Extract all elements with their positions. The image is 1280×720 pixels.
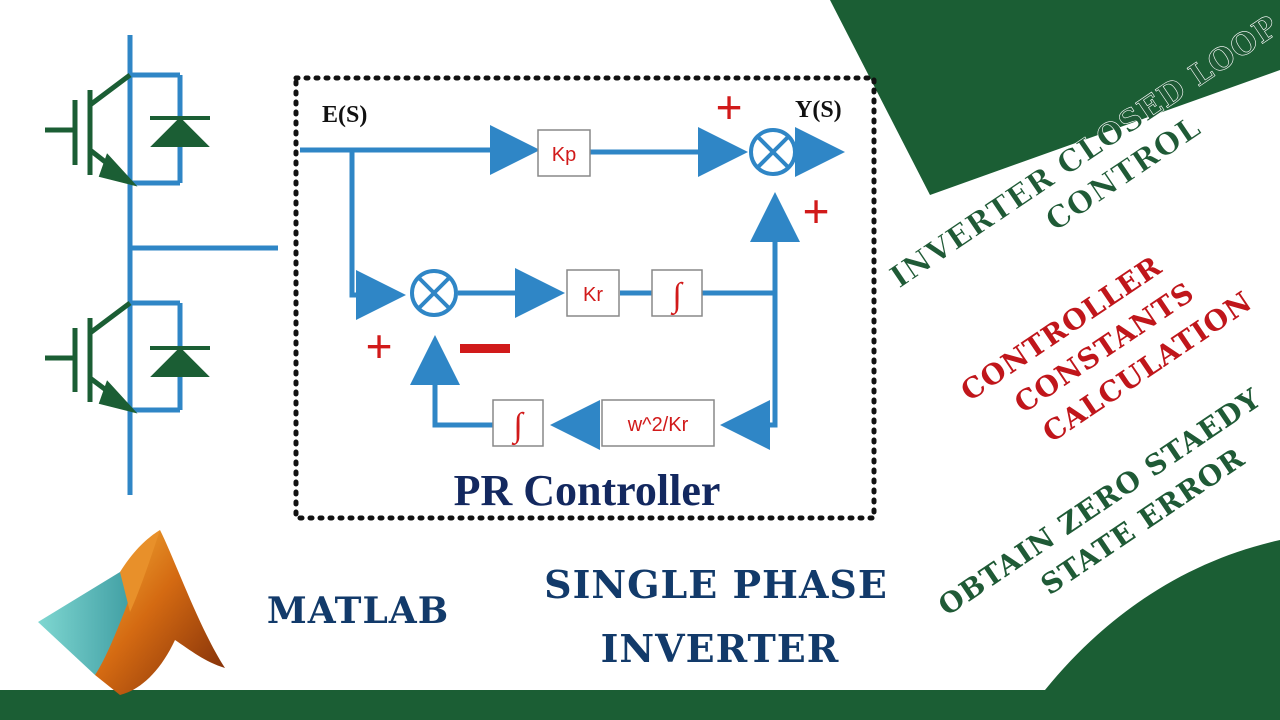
output-label: Y(S)	[795, 97, 842, 123]
input-label: E(S)	[322, 102, 367, 128]
green-footer-bar	[0, 690, 1280, 720]
sign-minus-bar	[460, 344, 510, 353]
sign-plus-top: +	[716, 81, 743, 133]
block-feedback-gain: w^2/Kr	[601, 399, 715, 447]
controller-boundary	[293, 75, 877, 521]
block-kr-label: Kr	[583, 284, 603, 306]
summing-junction-output	[749, 128, 797, 176]
matlab-logo-icon	[38, 530, 225, 695]
block-kr: Kr	[566, 269, 620, 317]
topic-line-1: SINGLE PHASE	[544, 562, 888, 607]
diagram-title: PR Controller	[454, 466, 721, 515]
topic-line-2: INVERTER	[601, 626, 840, 671]
block-integrator-bottom: ∫	[492, 399, 544, 447]
inverter-leg-icon	[127, 35, 278, 495]
sign-plus-right: +	[803, 185, 830, 237]
feedback-gain-label: w^2/Kr	[627, 414, 689, 436]
igbt-bottom-icon	[45, 301, 138, 414]
block-kp-label: Kp	[552, 144, 576, 166]
green-corner-top-right	[830, 0, 1280, 195]
green-corner-bottom-right	[1045, 540, 1280, 690]
sign-plus-left: +	[366, 320, 393, 372]
summing-junction-resonant	[410, 269, 458, 317]
block-kp: Kp	[537, 129, 591, 177]
diode-bottom-icon	[150, 346, 210, 377]
sign-minus-text: —	[0, 0, 1, 1]
integrator-top-symbol: ∫	[670, 277, 684, 316]
software-label: MATLAB	[267, 590, 449, 632]
signal-wires	[300, 125, 845, 450]
igbt-top-icon	[45, 73, 138, 187]
integrator-bottom-symbol: ∫	[511, 407, 525, 446]
block-integrator-top: ∫	[651, 269, 703, 317]
diode-top-icon	[150, 116, 210, 147]
